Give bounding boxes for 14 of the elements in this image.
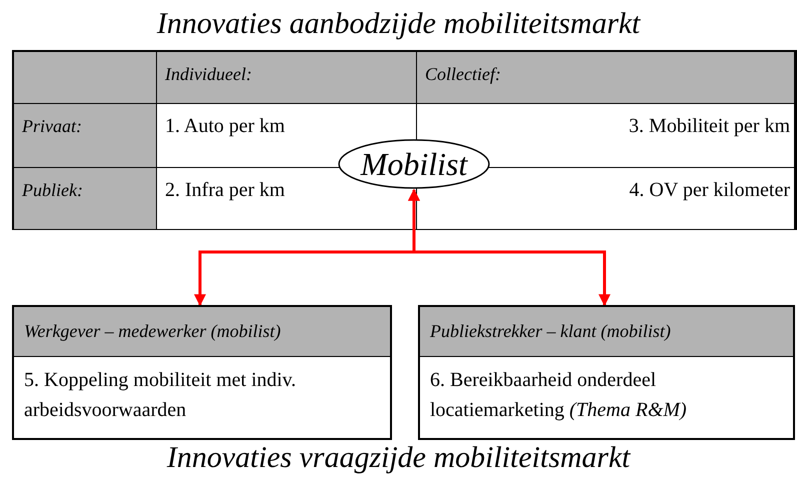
caption: Innovaties vraagzijde mobiliteitsmarkt	[166, 440, 632, 476]
row-header: Publiek:	[14, 168, 157, 230]
ellipse-node	[338, 139, 490, 189]
row-header: Privaat:	[14, 104, 157, 168]
box-body-text: 6. Bereikbaarheid onderdeel locatiemarketing (Thema R&M)	[429, 368, 688, 423]
box-body-text: 5. Koppeling mobiliteit met indiv. arbeidsvoorwaarden	[23, 368, 298, 423]
text-box	[12, 305, 392, 440]
text-box	[418, 305, 795, 440]
box-header: Werkgever – medewerker (mobilist)	[14, 307, 390, 357]
title: Innovaties aanbodzijde mobiliteitsmarkt	[156, 6, 642, 42]
column-header: Individueel:	[157, 52, 417, 104]
arrow	[408, 188, 610, 306]
box-header: Publiekstrekker – klant (mobilist)	[420, 307, 793, 357]
column-header: Collectief:	[417, 52, 795, 104]
